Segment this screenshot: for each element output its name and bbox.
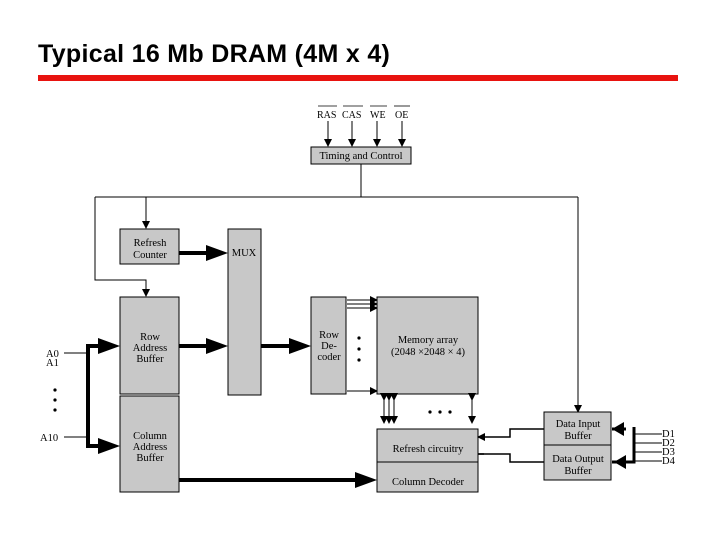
row-decoder-ellipsis [357, 336, 361, 362]
data-pins-arrowheads [612, 422, 626, 469]
address-pins-ellipsis [53, 388, 57, 412]
pin-d3: D3 [662, 447, 675, 458]
row-decoder-line-2: De- [321, 341, 337, 352]
column-lines-ellipsis [428, 410, 452, 414]
memory-array-block [376, 296, 479, 395]
column-decoder-label: Column Decoder [392, 477, 465, 488]
row-address-buffer-line-1: Row [140, 332, 160, 343]
refresh-counter-line-2: Counter [133, 250, 167, 261]
row-select-lines [347, 296, 378, 395]
main-data-paths [179, 251, 366, 482]
column-address-buffer-line-3: Buffer [136, 453, 164, 464]
pin-d2: D2 [662, 438, 675, 449]
column-bit-lines [380, 393, 476, 424]
refresh-circuitry-label: Refresh circuitry [393, 444, 465, 455]
oe-signal: OE [395, 110, 408, 121]
title-underline [38, 75, 678, 81]
memory-array-line-1: Memory array [398, 335, 459, 346]
column-address-buffer-block [119, 395, 180, 493]
row-decoder-block [310, 296, 347, 395]
pin-d4: D4 [662, 456, 676, 467]
refresh-counter-line-1: Refresh [134, 238, 167, 249]
data-output-buffer-line-2: Buffer [564, 466, 592, 477]
pin-a1: A1 [46, 358, 59, 369]
page-title: Typical 16 Mb DRAM (4M x 4) [38, 40, 391, 68]
row-address-buffer-line-3: Buffer [136, 354, 164, 365]
pin-a10: A10 [40, 433, 58, 444]
we-signal: WE [370, 110, 386, 121]
mux-label: MUX [232, 248, 257, 259]
pin-a0: A0 [46, 349, 59, 360]
column-decoder-block [376, 461, 479, 493]
row-decoder-line-3: coder [317, 352, 341, 363]
pin-d1: D1 [662, 429, 675, 440]
data-input-buffer-line-2: Buffer [564, 431, 592, 442]
data-output-buffer-line-1: Data Output [552, 454, 604, 465]
memory-array-line-2: (2048 ×2048 × 4) [391, 347, 465, 358]
data-buffer-paths [477, 428, 544, 463]
row-address-buffer-block [119, 296, 180, 395]
control-bus [94, 164, 582, 413]
column-address-buffer-line-2: Address [133, 442, 167, 453]
row-decoder-line-1: Row [319, 330, 339, 341]
main-data-arrowheads [206, 245, 377, 488]
address-input-bus [64, 344, 99, 448]
data-pin-stubs [634, 433, 662, 462]
data-input-buffer-block [543, 411, 612, 446]
data-output-buffer-block [543, 444, 612, 481]
column-address-buffer-line-1: Column [133, 431, 168, 442]
cas-signal: CAS [342, 110, 361, 121]
address-input-arrowheads [98, 338, 120, 454]
control-signals: RAS CAS WE OE [317, 105, 410, 147]
row-address-buffer-line-2: Address [133, 343, 167, 354]
refresh-counter-block [119, 228, 180, 265]
timing-control-label: Timing and Control [319, 151, 402, 162]
data-input-buffer-line-1: Data Input [556, 419, 601, 430]
ras-signal: RAS [317, 110, 336, 121]
mux-block [227, 228, 262, 396]
